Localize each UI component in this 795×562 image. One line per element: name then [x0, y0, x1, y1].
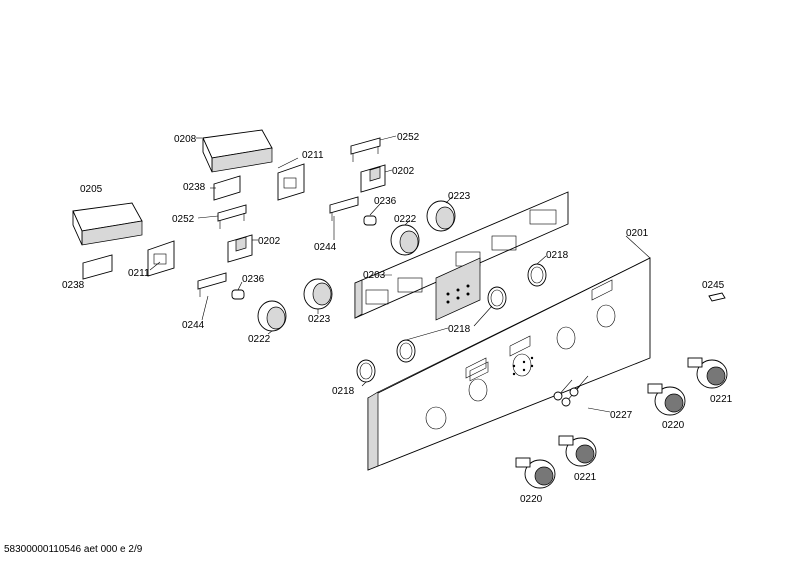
terminal-0205 — [72, 202, 143, 246]
diagram-canvas: 0208 0211 0252 0202 0238 0236 0223 0205 … — [62, 129, 733, 505]
footer-document-id: 58300000110546 aet 000 e 2/9 — [4, 544, 143, 555]
label-0220-b: 0220 — [520, 494, 543, 505]
cap-0236-b — [363, 215, 377, 226]
label-0252-a: 0252 — [397, 132, 420, 143]
bracket-0252-b — [217, 204, 247, 229]
label-0221-b: 0221 — [574, 472, 597, 483]
label-0203: 0203 — [363, 270, 386, 281]
ring-0218-c — [487, 286, 507, 310]
mount-0211-a — [277, 163, 305, 201]
clip-0238-b — [82, 254, 113, 280]
label-0238-a: 0238 — [183, 182, 206, 193]
ring-0218-a — [356, 359, 376, 383]
label-0205: 0205 — [80, 184, 103, 195]
spindles-0227 — [553, 375, 589, 407]
label-0208: 0208 — [174, 134, 197, 145]
knob-0221-a — [687, 357, 728, 389]
clip-0238-a — [213, 175, 241, 201]
cylinder-0223-a — [303, 278, 333, 310]
label-0223-a: 0223 — [448, 191, 471, 202]
label-0220-a: 0220 — [662, 420, 685, 431]
knob-0220-b — [515, 457, 556, 489]
label-0252-b: 0252 — [172, 214, 195, 225]
label-0245: 0245 — [702, 280, 725, 291]
small-part-0245 — [708, 292, 726, 302]
bracket-0252-a — [350, 137, 381, 162]
label-0211-b: 0211 — [128, 268, 150, 279]
switch-0202-b — [227, 234, 253, 263]
label-0227: 0227 — [610, 410, 633, 421]
label-0202-a: 0202 — [392, 166, 415, 177]
label-0238-b: 0238 — [62, 280, 85, 291]
label-0218-a: 0218 — [546, 250, 569, 261]
cap-0236-a — [231, 289, 245, 300]
label-0222-b: 0222 — [248, 334, 271, 345]
label-0236-a: 0236 — [374, 196, 397, 207]
label-0244-b: 0244 — [182, 320, 205, 331]
cylinder-0223-b — [426, 200, 456, 232]
label-0244-a: 0244 — [314, 242, 337, 253]
label-0218-b: 0218 — [448, 324, 471, 335]
terminal-0208 — [202, 129, 273, 173]
ring-0218-b — [396, 339, 416, 363]
front-panel — [367, 257, 651, 471]
label-0202-b: 0202 — [258, 236, 281, 247]
leader-lines — [149, 135, 651, 413]
label-0223-b: 0223 — [308, 314, 331, 325]
label-0201: 0201 — [626, 228, 649, 239]
label-0236-b: 0236 — [242, 274, 265, 285]
bracket-0244-a — [197, 272, 227, 297]
label-0221-a: 0221 — [710, 394, 733, 405]
switch-0202-a — [360, 164, 386, 193]
cylinder-0222-a — [257, 300, 287, 332]
label-0222-a: 0222 — [394, 214, 417, 225]
inner-frame — [354, 191, 569, 321]
knob-0221-b — [558, 435, 597, 467]
knob-0220-a — [647, 383, 686, 416]
label-0211-a: 0211 — [302, 150, 324, 161]
bracket-0244-b — [329, 196, 359, 221]
label-0218-c: 0218 — [332, 386, 355, 397]
part-labels: 0208 0211 0252 0202 0238 0236 0223 0205 … — [62, 132, 733, 505]
cylinder-0222-b — [390, 224, 420, 256]
ring-0218-d — [527, 263, 547, 287]
mount-0211-b — [147, 240, 175, 277]
